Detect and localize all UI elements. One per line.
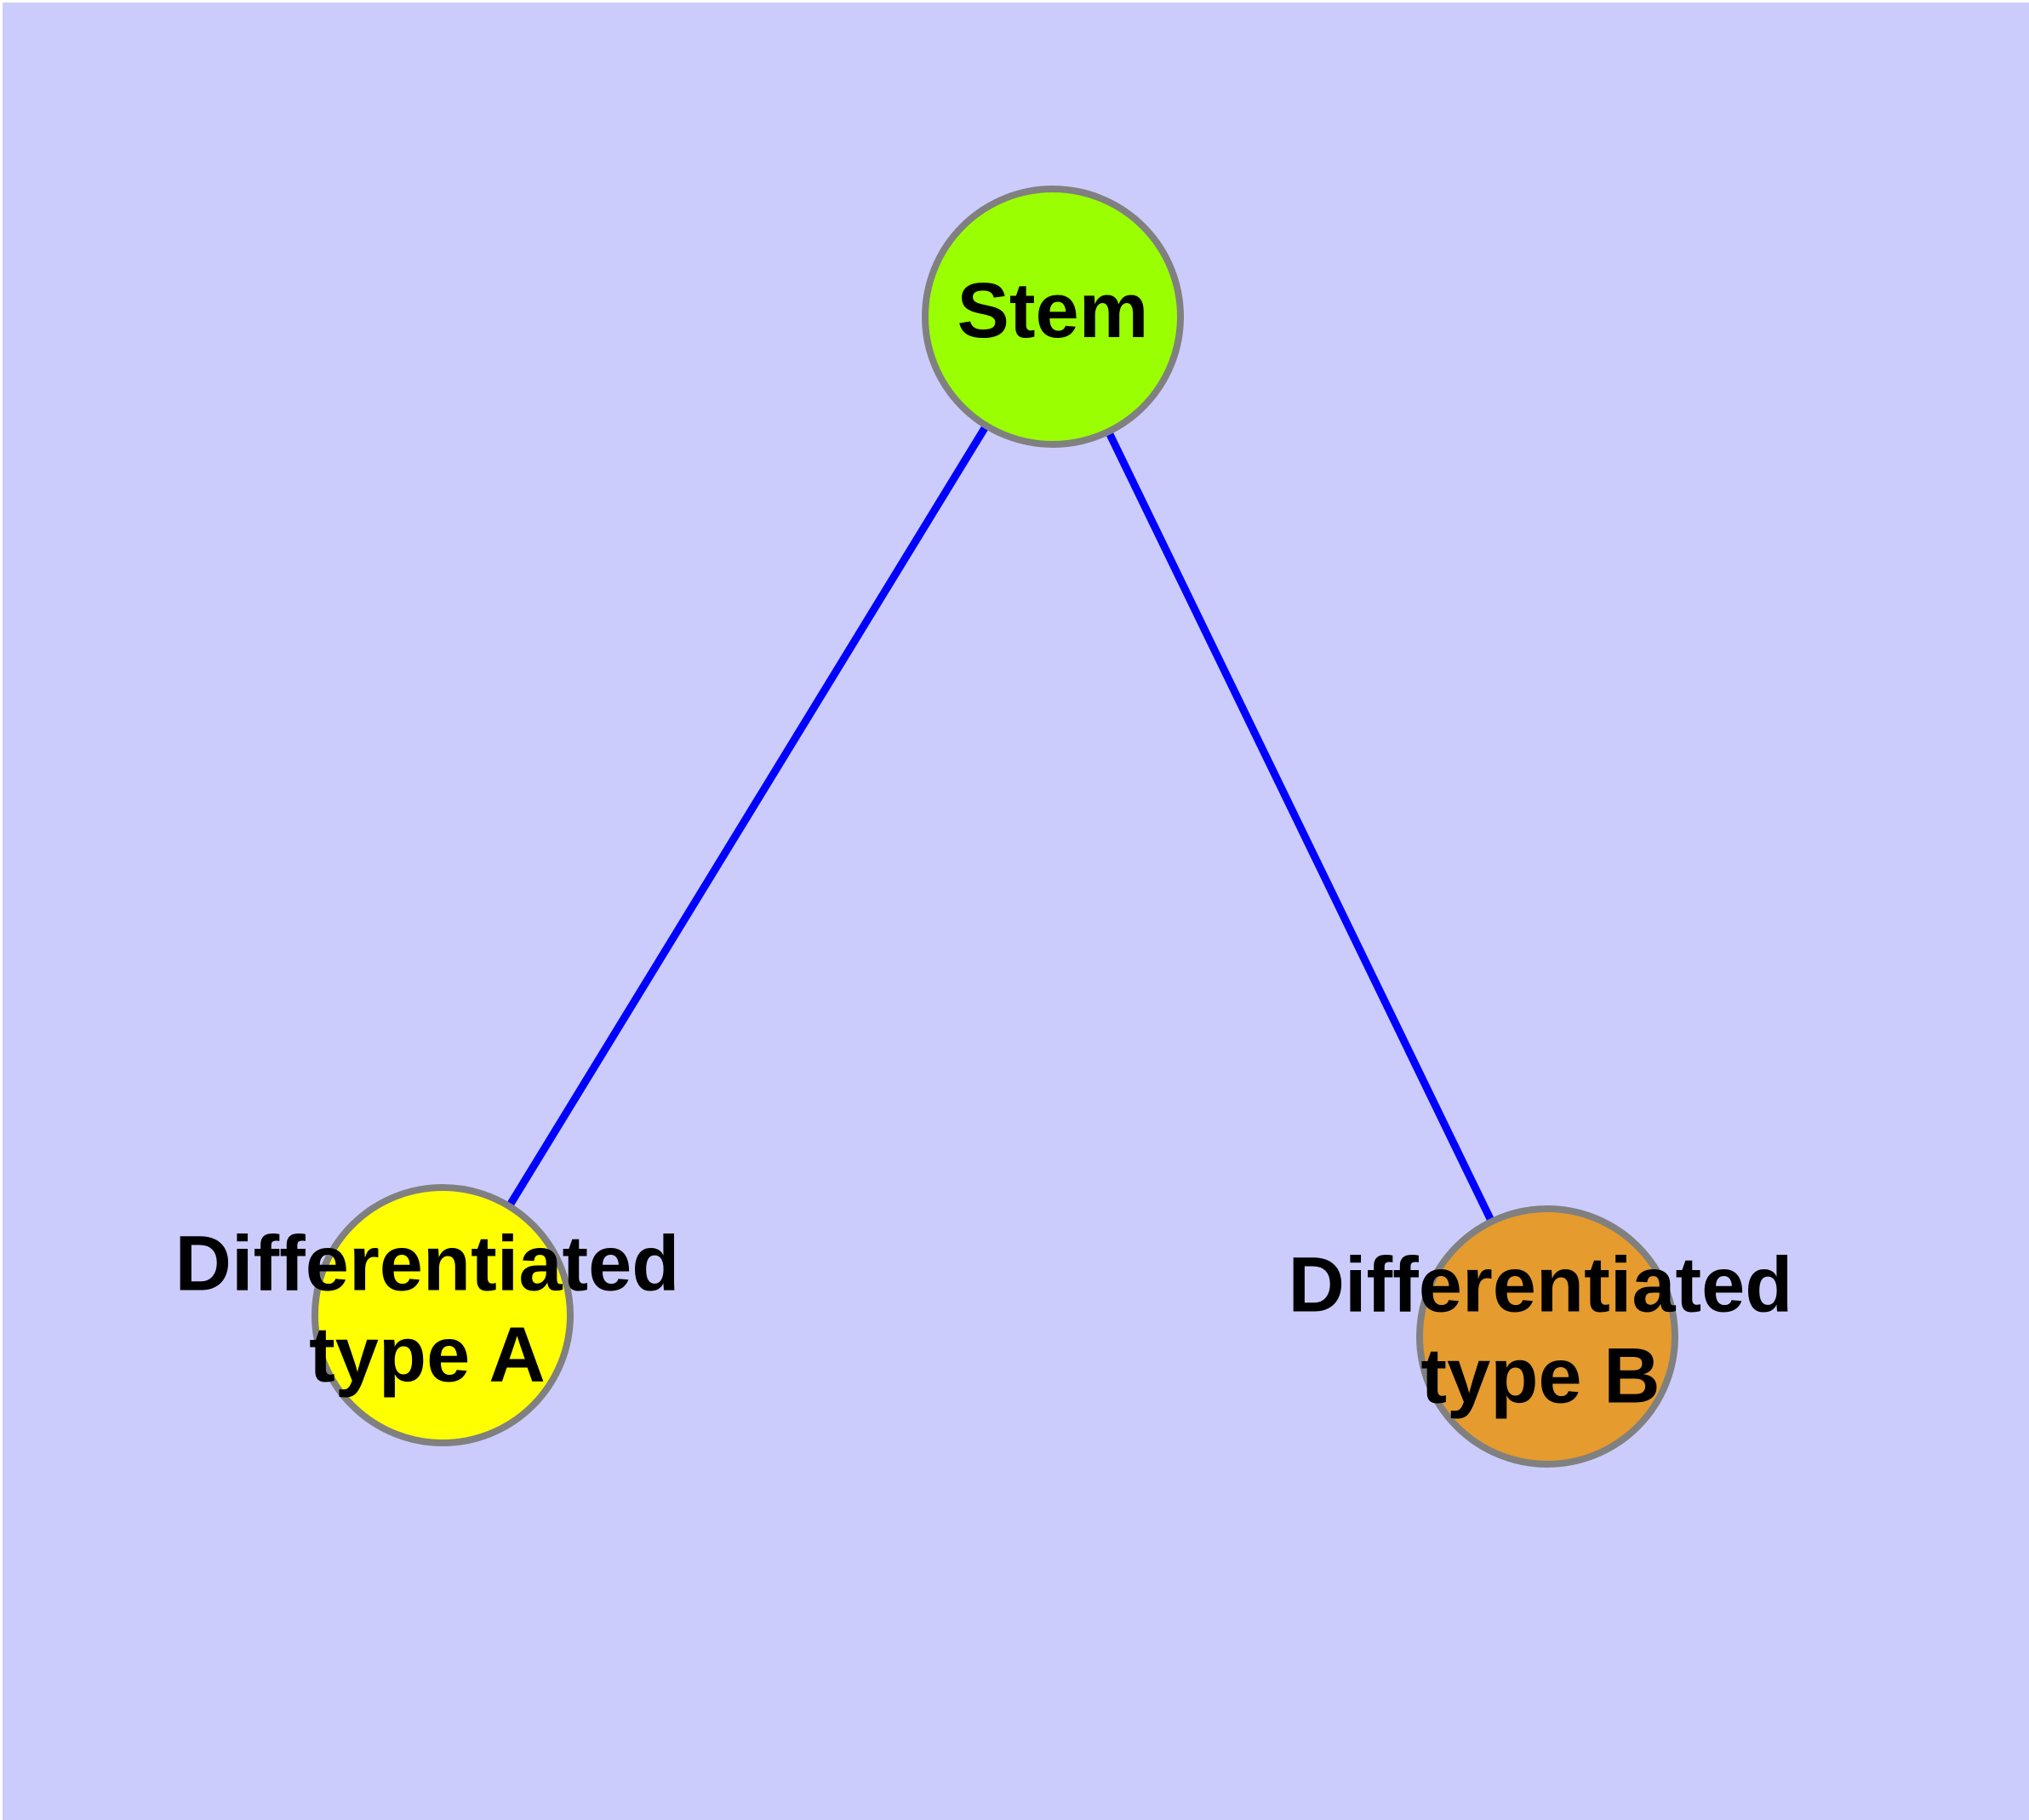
graph-edge[interactable] (439, 314, 1056, 1318)
graph-node-diff_b[interactable] (1416, 1205, 1678, 1468)
graph-edge[interactable] (1049, 315, 1552, 1338)
node-layer (311, 186, 1678, 1468)
graph-node-label-stem: Stem (957, 267, 1149, 354)
edge-layer (439, 314, 1552, 1338)
graph-node-diff_a[interactable] (311, 1184, 574, 1446)
graph-node-stem[interactable] (922, 186, 1184, 448)
